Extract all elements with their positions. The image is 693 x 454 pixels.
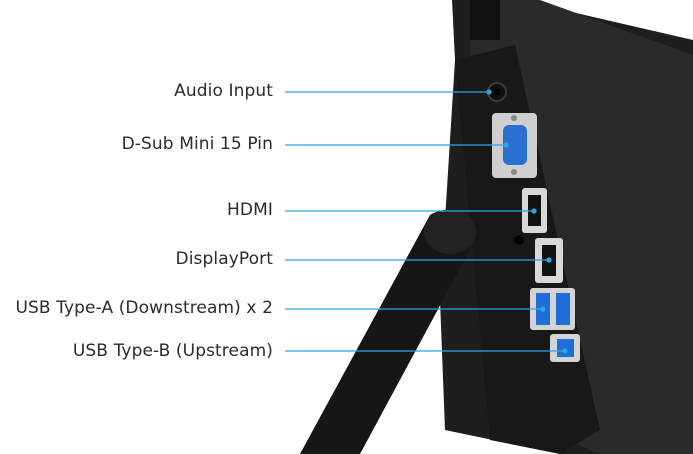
stand-pivot — [424, 210, 476, 254]
label-hdmi: HDMI — [227, 200, 273, 220]
label-dsub: D-Sub Mini 15 Pin — [121, 134, 273, 154]
label-audio-input: Audio Input — [174, 81, 273, 101]
hinge-block — [470, 0, 500, 40]
usb-a-port-2 — [556, 293, 570, 325]
label-displayport: DisplayPort — [175, 249, 273, 269]
label-usb-type-b: USB Type-B (Upstream) — [72, 341, 273, 361]
dsub-port — [503, 125, 527, 165]
usb-b-port — [557, 339, 574, 357]
label-usb-type-a: USB Type-A (Downstream) x 2 — [15, 298, 273, 318]
screw-hole — [514, 235, 524, 245]
stand-leg — [300, 209, 473, 454]
